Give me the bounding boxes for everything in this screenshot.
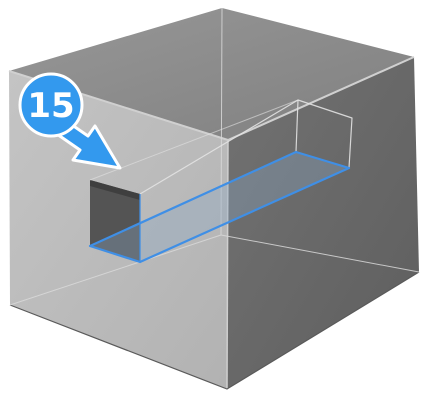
cut-path-bottom-face xyxy=(88,150,351,264)
step-number: 15 xyxy=(27,86,74,126)
box-right-face xyxy=(227,57,419,389)
cut-path xyxy=(88,99,353,264)
cut-path-upper-edges xyxy=(139,99,353,195)
step-circle xyxy=(18,72,84,138)
box-top-face xyxy=(9,8,414,140)
step-badge: 15 xyxy=(18,72,122,170)
hidden-edges xyxy=(9,7,420,306)
